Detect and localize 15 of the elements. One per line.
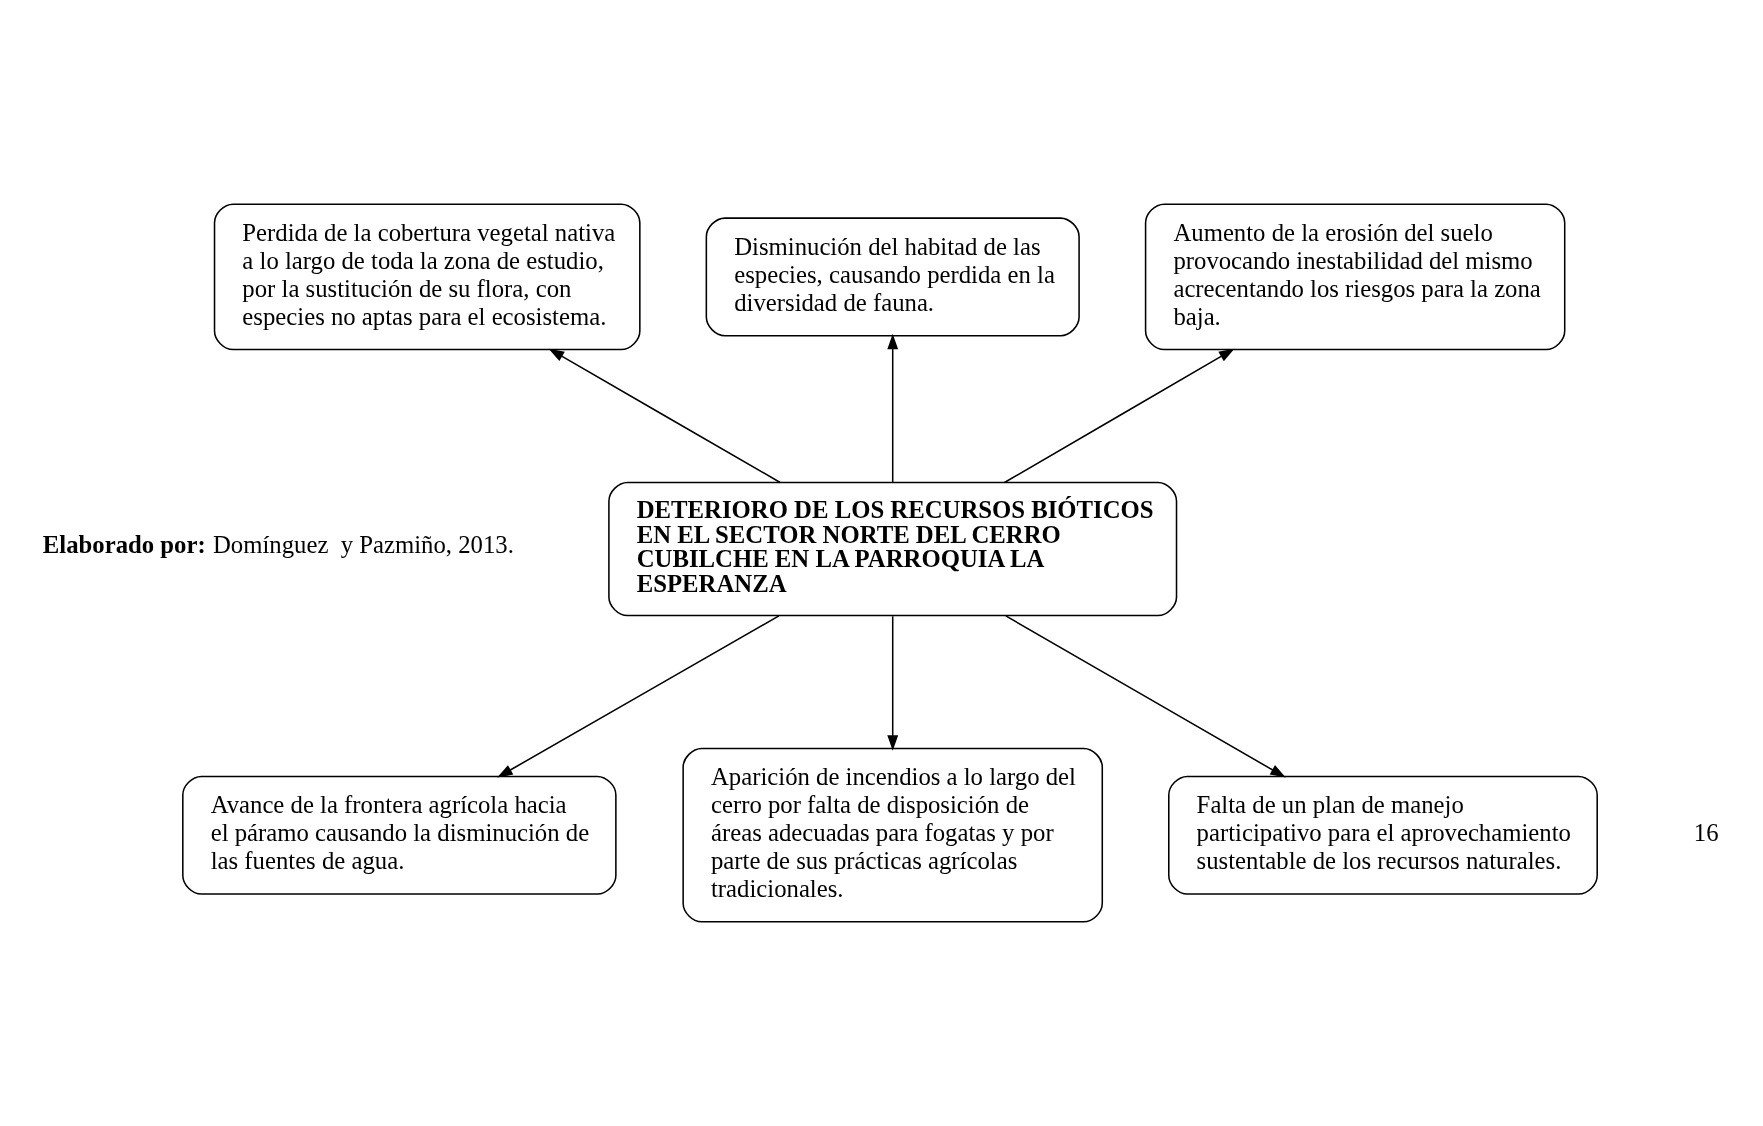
- arrow: [887, 333, 899, 484]
- arrow: [1005, 615, 1286, 778]
- node-box: Aumento de la erosión del suelo provocando inestabilidad del mismo acrecentando los riesgos para la zona baja.: [1144, 203, 1566, 351]
- node-box: Perdida de la cobertura vegetal nativa a lo largo de toda la zona de estudio, por la sustitución de su flora, con especies no aptas para el ecosistema.: [213, 203, 641, 351]
- label: Elaborado por: Domínguez y Pazmiño, 2013.: [42, 531, 514, 559]
- node-box: Avance de la frontera agrícola hacia el páramo causando la disminución de las fuentes de agua.: [182, 775, 617, 895]
- node-box: Falta de un plan de manejo participativo para el aprovechamiento sustentable de los recursos naturales.: [1168, 775, 1598, 895]
- arrow: [497, 615, 780, 778]
- arrow: [1003, 348, 1235, 484]
- node-box: Disminución del habitad de las especies, causando perdida en la diversidad de fauna.: [705, 217, 1080, 337]
- arrow: [548, 348, 781, 484]
- arrow: [887, 615, 899, 751]
- node-box: Aparición de incendios a lo largo del cerro por falta de disposición de áreas adecuadas para fogatas y por parte de sus prácticas agrícolas tradicionales.: [682, 747, 1104, 923]
- label: 16: [1693, 819, 1719, 847]
- node-box: DETERIORO DE LOS RECURSOS BIÓTICOS EN EL SECTOR NORTE DEL CERRO CUBILCHE EN LA PARROQUIA LA ESPERANZA: [608, 481, 1178, 617]
